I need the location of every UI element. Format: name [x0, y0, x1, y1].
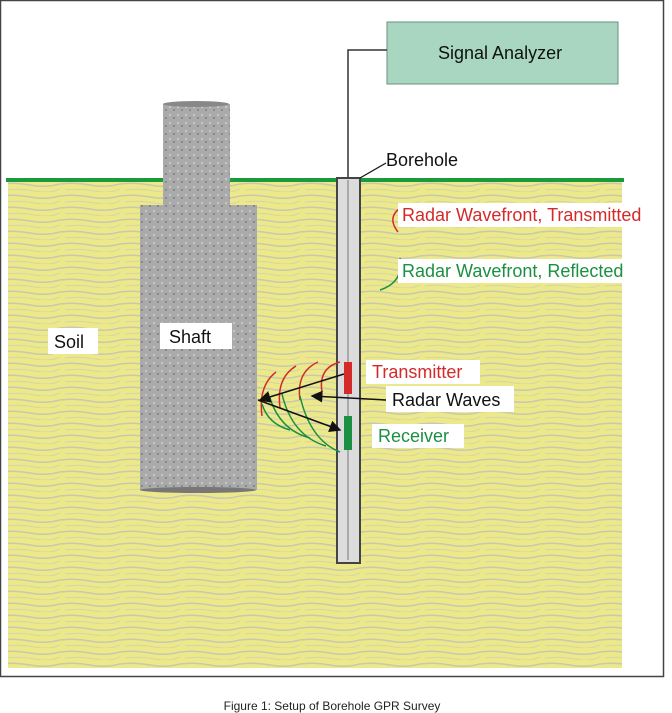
reflected-waves — [261, 393, 341, 453]
soil-label: Soil — [54, 332, 84, 352]
transmitter-label: Transmitter — [372, 362, 462, 382]
wavefront-reflected-label: Radar Wavefront, Reflected — [402, 261, 623, 281]
transmitter-marker — [344, 362, 352, 394]
transmitted-waves — [260, 361, 341, 417]
borehole-pointer — [359, 162, 387, 179]
receiver-marker — [344, 416, 352, 450]
wavefront-transmitted-label: Radar Wavefront, Transmitted — [402, 205, 641, 225]
receiver-label: Receiver — [378, 426, 449, 446]
borehole-label: Borehole — [386, 150, 458, 170]
signal-analyzer-box — [386, 21, 619, 85]
radar-ray-incident — [258, 373, 345, 403]
cable — [347, 49, 387, 178]
radar-waves-label: Radar Waves — [392, 390, 500, 410]
signal-analyzer-label: Signal Analyzer — [438, 43, 562, 63]
radar-ray-reflected — [257, 399, 342, 433]
radar-waves-pointer — [310, 390, 387, 403]
shaft-label: Shaft — [169, 327, 211, 347]
soil-area — [8, 180, 622, 668]
figure-caption: Figure 1: Setup of Borehole GPR Survey — [223, 699, 441, 713]
